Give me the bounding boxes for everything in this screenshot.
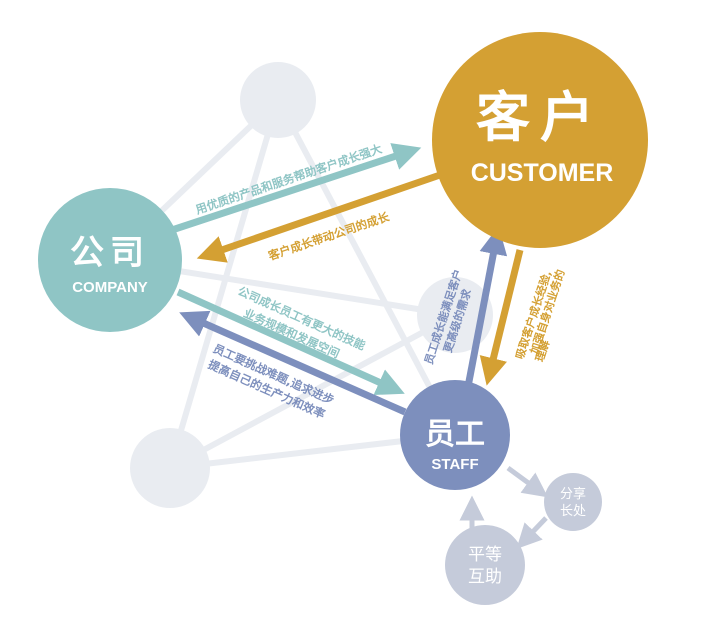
- ghost-circle-top: [240, 62, 316, 138]
- staff-customer-arrows: 员工成长能满足客户 更高级的需求 吸取客户成长经验, 加强自身对业务的 理解: [421, 226, 567, 393]
- customer-node: 客户 CUSTOMER: [432, 32, 648, 248]
- customer-title-en: CUSTOMER: [471, 159, 614, 187]
- mutual-label-line1: 平等: [468, 545, 502, 565]
- label-customer-to-company: 客户成长带动公司的成长: [266, 209, 392, 263]
- arrow-company-to-customer: [170, 143, 422, 234]
- ghost-circle-middle: [417, 277, 493, 353]
- label-customer-to-staff-line3: 理解: [532, 338, 552, 363]
- company-title-cn: 公司: [70, 233, 150, 273]
- arrow-customer-to-company: [196, 171, 442, 263]
- share-strengths-circle: [544, 473, 602, 531]
- share-label-line1: 分享: [560, 486, 586, 502]
- arrow-customer-to-staff: [479, 249, 524, 386]
- ghost-circle-bottom-left: [130, 428, 210, 508]
- company-node: 公司 COMPANY: [38, 188, 182, 332]
- arrow-staff-to-company: [179, 310, 407, 416]
- company-title-en: COMPANY: [72, 279, 148, 296]
- arrow-company-to-staff: [176, 288, 405, 396]
- mutual-help-circle: [445, 525, 525, 605]
- customer-title-cn: 客户: [476, 86, 604, 149]
- staff-title-cn: 员工: [425, 417, 485, 452]
- mutual-label-line2: 互助: [468, 567, 502, 587]
- share-label-line2: 长处: [560, 504, 586, 519]
- peer-cycle: 分享 长处 平等 互助: [445, 465, 602, 605]
- arrow-staff-to-customer: [463, 226, 508, 393]
- staff-title-en: STAFF: [431, 456, 478, 473]
- staff-node: 员工 STAFF: [400, 380, 510, 490]
